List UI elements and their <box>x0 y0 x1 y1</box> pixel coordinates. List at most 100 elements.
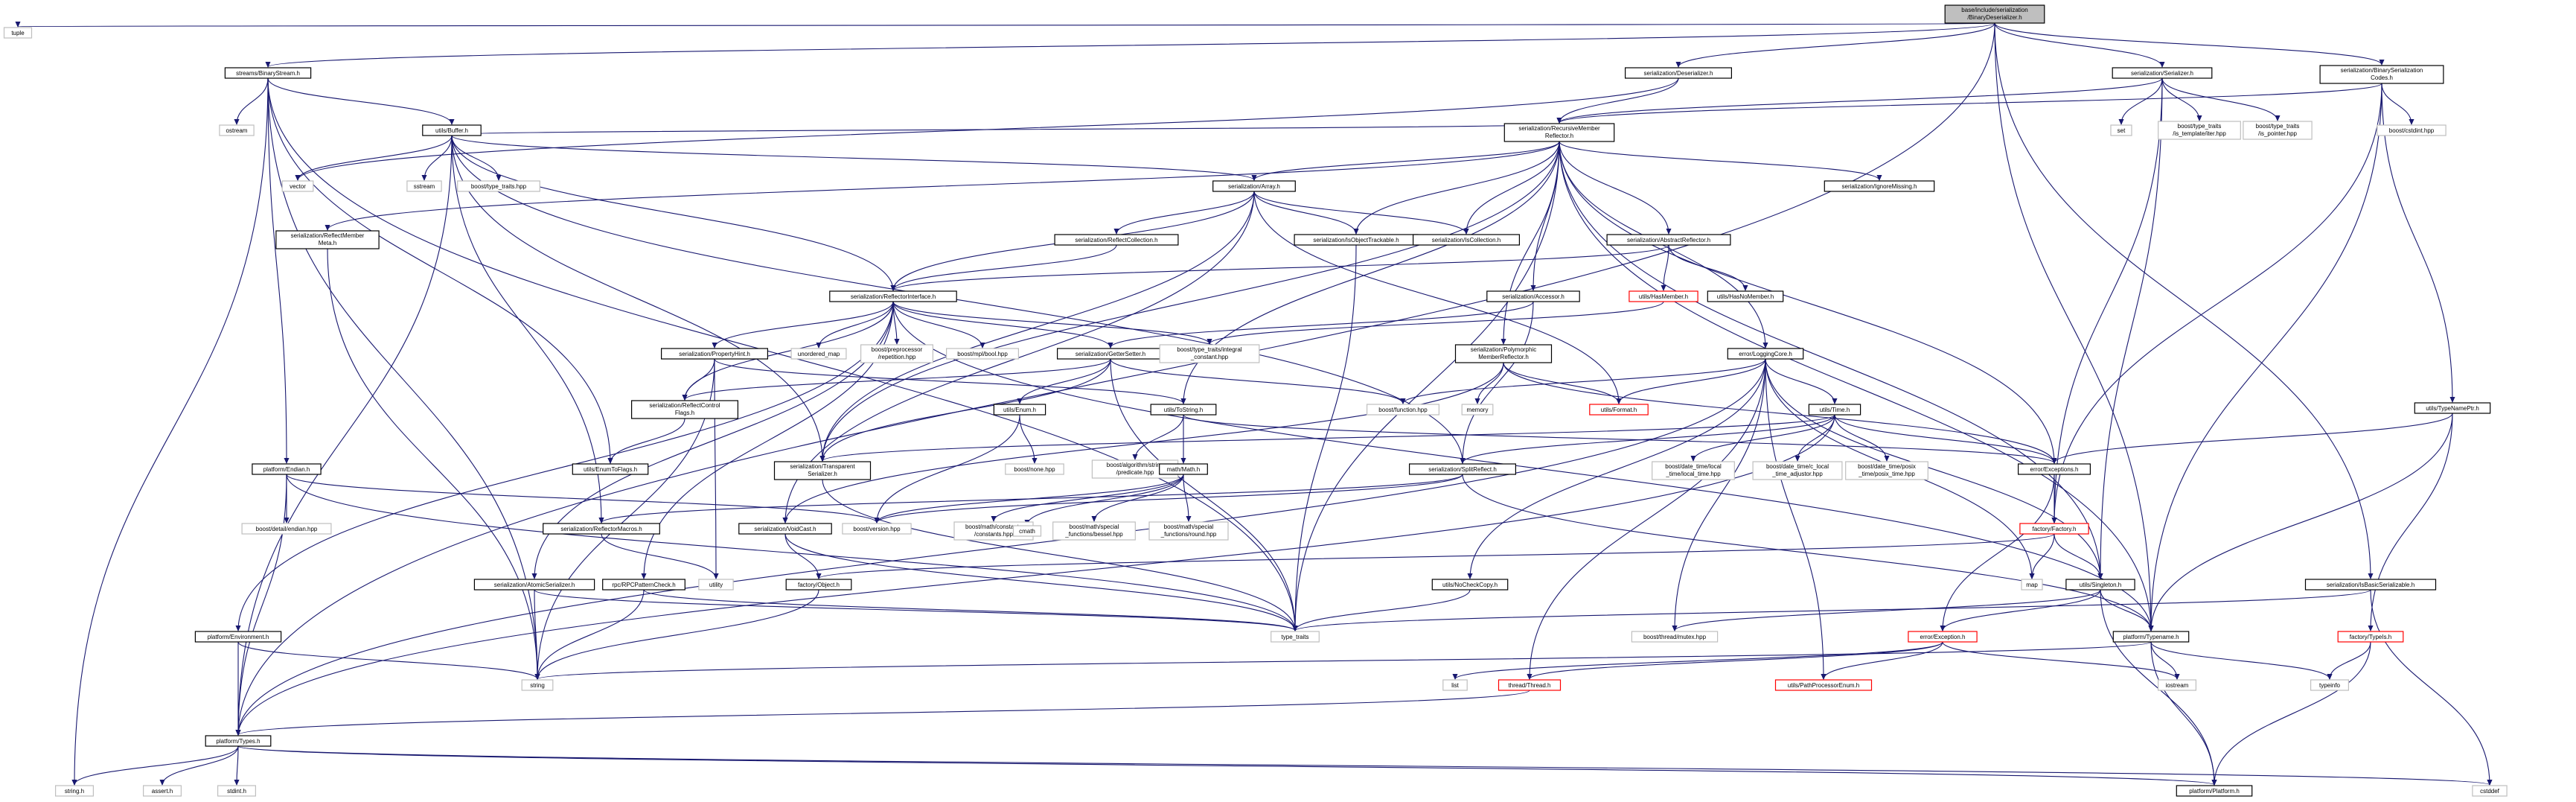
edge-errorLoggingCore-to-utilsNoCheckCopy <box>1470 358 1766 579</box>
node-utils-format[interactable]: utils/Format.h <box>1589 404 1649 416</box>
node-platform-environment[interactable]: platform/Environment.h <box>194 631 282 643</box>
node-math-math[interactable]: math/Math.h <box>1159 463 1208 475</box>
node-box <box>521 679 554 691</box>
node-factory-factory[interactable]: factory/Factory.h <box>2019 523 2089 535</box>
edge-root-to-serialIsBasicSerializable <box>1994 22 2371 579</box>
node-serial-property-hint[interactable]: serialization/PropertyHint.h <box>660 348 768 360</box>
node-label: unordered_map <box>798 351 840 357</box>
edge-errorExceptions-to-errorException <box>1943 474 2055 631</box>
node-box <box>2243 121 2313 140</box>
edge-serialReflectorInterface-to-serialAtomicSerializer <box>534 301 894 579</box>
node-label: /BinaryDeserializer.h <box>1967 14 2022 21</box>
edge-serialAtomicSerializer-to-string <box>534 589 537 679</box>
node-serial-serializer[interactable]: serialization/Serializer.h <box>2112 67 2213 79</box>
node-label: rpc/RPCPatternCheck.h <box>612 582 675 588</box>
node-serial-split-reflect[interactable]: serialization/SplitReflect.h <box>1408 463 1516 475</box>
node-serial-polymorphic-member[interactable]: serialization/PolymorphicMemberReflector… <box>1454 344 1553 363</box>
node-error-exceptions[interactable]: error/Exceptions.h <box>2018 463 2091 475</box>
node-platform-platform[interactable]: platform/Platform.h <box>2176 785 2253 797</box>
edge-utilsTime-to-serialTransparentSerializer <box>822 414 1835 461</box>
node-platform-typename[interactable]: platform/Typename.h <box>2112 631 2190 643</box>
node-serial-reflector-interface[interactable]: serialization/ReflectorInterface.h <box>829 290 957 302</box>
node-error-logging-core[interactable]: error/LoggingCore.h <box>1727 348 1804 360</box>
node-box <box>2304 579 2437 591</box>
node-root[interactable]: base/include/serialization/BinaryDeseria… <box>1944 4 2045 24</box>
node-serial-is-object-trackable[interactable]: serialization/IsObjectTrackable.h <box>1294 234 1419 246</box>
node-serial-is-basic-serializable[interactable]: serialization/IsBasicSerializable.h <box>2304 579 2437 591</box>
node-boost-function: boost/function.hpp <box>1366 404 1439 416</box>
edge-factoryFactory-to-map <box>2032 533 2055 579</box>
edge-serialBinarySerCodes-to-boostCstdint <box>2381 83 2412 124</box>
node-label: tuple <box>11 30 25 36</box>
node-factory-typed-object[interactable]: factory/Object.h <box>785 579 852 591</box>
edge-factoryFactory-to-factoryTypedObject <box>819 533 2055 579</box>
node-box <box>2472 785 2508 797</box>
edge-factoryTypeIs-to-typeinfo <box>2330 641 2371 679</box>
edge-utilsSingleton-to-platformTypename <box>2100 589 2151 631</box>
node-thread-thread[interactable]: thread/Thread.h <box>1498 679 1562 691</box>
node-serial-ignore-missing[interactable]: serialization/IgnoreMissing.h <box>1824 180 1935 192</box>
node-boost-math-round: boost/math/special_functions/round.hpp <box>1148 521 1229 541</box>
node-error-exception[interactable]: error/Exception.h <box>1908 631 1978 643</box>
edge-serialPropertyHint-to-serialReflectControlFlags <box>685 358 715 400</box>
node-label: map <box>2026 582 2038 588</box>
node-factory-type-is[interactable]: factory/TypeIs.h <box>2337 631 2404 643</box>
node-serial-accessor[interactable]: serialization/Accessor.h <box>1486 290 1580 302</box>
node-serial-abstract-reflector[interactable]: serialization/AbstractReflector.h <box>1606 234 1731 246</box>
node-utils-has-member[interactable]: utils/HasMember.h <box>1629 290 1698 302</box>
node-label: boost/math/constants <box>965 523 1022 530</box>
node-serial-reflector-macros[interactable]: serialization/ReflectorMacros.h <box>543 523 660 535</box>
edge-rpcRPCPatternCheck-to-string <box>537 589 645 679</box>
node-utils-time[interactable]: utils/Time.h <box>1808 404 1861 416</box>
node-label: assert.h <box>152 788 173 795</box>
edge-serialReflectorInterface-to-unorderedMap <box>819 301 894 348</box>
edge-serialReflectorInterface-to-rpcRPCPatternCheck <box>644 301 894 579</box>
node-label: factory/Object.h <box>798 582 840 588</box>
node-utils-singleton[interactable]: utils/Singleton.h <box>2065 579 2135 591</box>
node-serial-void-cast[interactable]: serialization/VoidCast.h <box>738 523 832 535</box>
node-set: set <box>2110 124 2132 136</box>
edge-serialGetterSetter-to-utilsEnum <box>1020 358 1111 404</box>
node-boost-thread-mutex: boost/thread/mutex.hpp <box>1631 631 1719 643</box>
node-utils-no-check-copy[interactable]: utils/NoCheckCopy.h <box>1431 579 1509 591</box>
node-platform-endian[interactable]: platform/Endian.h <box>252 463 322 475</box>
node-rpc-rpcpattern-check[interactable]: rpc/RPCPatternCheck.h <box>602 579 685 591</box>
node-utils-enum[interactable]: utils/Enum.h <box>993 404 1046 416</box>
node-utils-buffer[interactable]: utils/Buffer.h <box>422 124 482 136</box>
node-utils-has-no-member[interactable]: utils/HasNoMember.h <box>1707 290 1784 302</box>
node-box <box>1589 404 1649 416</box>
node-label: _functions/round.hpp <box>1160 531 1217 538</box>
node-boost-pointer-hpp: boost/type_traits/is_pointer.hpp <box>2243 121 2313 140</box>
node-label: utils/TypeNamePtr.h <box>2426 405 2479 412</box>
node-utils-to-string[interactable]: utils/ToString.h <box>1150 404 1217 416</box>
node-streams-binary-stream[interactable]: streams/BinaryStream.h <box>224 67 312 79</box>
edge-serialSerializer-to-serialRecursiveMember <box>1559 77 2163 123</box>
edge-platformTypes-to-stdintH <box>237 745 238 785</box>
node-box <box>738 523 832 535</box>
node-box <box>2158 679 2197 691</box>
node-box <box>1707 290 1784 302</box>
edge-serialGetterSetter-to-serialTransparentSerializer <box>822 358 1111 461</box>
node-utils-path-processor-enum[interactable]: utils/PathProcessorEnum.h <box>1774 679 1873 691</box>
node-utils-enum-to-flags[interactable]: utils/EnumToFlags.h <box>572 463 649 475</box>
node-serial-reflect-collection[interactable]: serialization/ReflectCollection.h <box>1054 234 1179 246</box>
node-serial-getter-setter[interactable]: serialization/GetterSetter.h <box>1056 348 1164 360</box>
edge-serialReflectorInterface-to-boostMplBool <box>892 301 982 348</box>
node-box <box>1052 521 1136 541</box>
edge-utilsEnum-to-boostVersion <box>877 414 1020 523</box>
node-serial-atomic-serializer[interactable]: serialization/AtomicSerializer.h <box>473 579 595 591</box>
node-utils-type-name-ptr[interactable]: utils/TypeNamePtr.h <box>2414 402 2491 414</box>
node-label: platform/Environment.h <box>208 634 269 640</box>
node-serial-is-collection[interactable]: serialization/IsCollection.h <box>1412 234 1520 246</box>
node-serial-deserializer[interactable]: serialization/Deserializer.h <box>1625 67 1733 79</box>
node-box <box>1631 631 1719 643</box>
node-serial-array[interactable]: serialization/Array.h <box>1212 180 1296 192</box>
node-platform-types[interactable]: platform/Types.h <box>205 735 272 747</box>
node-box <box>2310 679 2350 691</box>
edge-platformEndian-to-boostVersion <box>286 474 877 523</box>
